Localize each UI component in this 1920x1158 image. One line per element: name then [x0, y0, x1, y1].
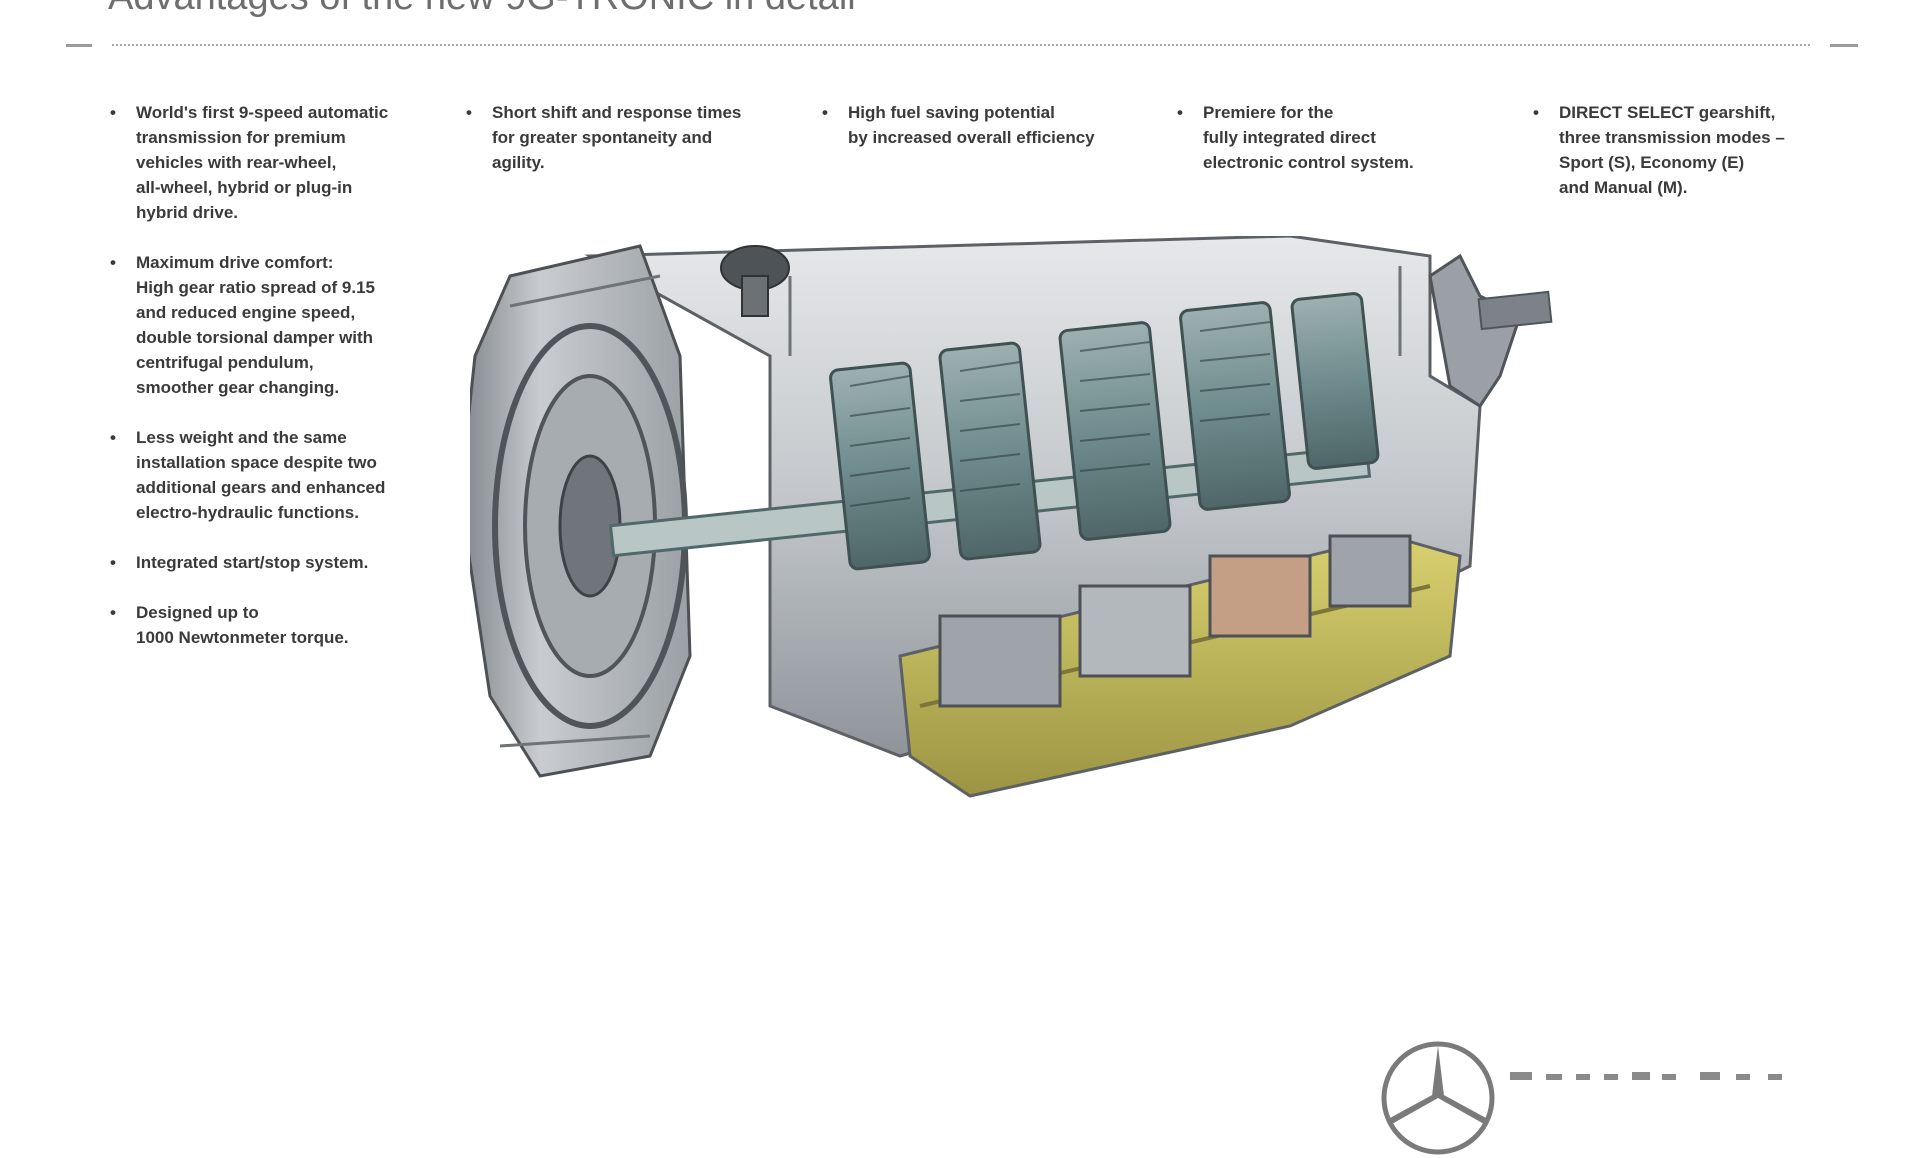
- feature-control-system: Premiere for the fully integrated direct…: [1177, 100, 1497, 175]
- top-feature-fuel-saving: High fuel saving potential by increased …: [822, 100, 1152, 150]
- header-rule-left-dash: [66, 44, 92, 47]
- feature-direct-select: DIRECT SELECT gearshift, three transmiss…: [1533, 100, 1863, 200]
- header-dotted-rule: [112, 44, 1810, 46]
- left-feature-list: World's first 9-speed automatic transmis…: [110, 100, 440, 675]
- feature-torque: Designed up to 1000 Newtonmeter torque.: [110, 600, 440, 650]
- feature-less-weight: Less weight and the same installation sp…: [110, 425, 440, 525]
- feature-9-speed: World's first 9-speed automatic transmis…: [110, 100, 440, 225]
- wordmark-graphic: [1510, 1072, 1782, 1080]
- planetary-gear-sets: [829, 292, 1380, 571]
- feature-shift-times: Short shift and response times for great…: [466, 100, 786, 175]
- transmission-cutaway-illustration: [470, 236, 1553, 798]
- three-pointed-star-icon: [1381, 1041, 1495, 1155]
- hydraulic-control-unit: [938, 534, 1412, 708]
- page-title: Advantages of the new 9G-TRONIC in detai…: [108, 0, 856, 16]
- output-flange: [1428, 253, 1522, 409]
- feature-drive-comfort: Maximum drive comfort: High gear ratio s…: [110, 250, 440, 400]
- top-feature-direct-select: DIRECT SELECT gearshift, three transmiss…: [1533, 100, 1863, 200]
- feature-fuel-saving: High fuel saving potential by increased …: [822, 100, 1152, 150]
- top-feature-shift-times: Short shift and response times for great…: [466, 100, 786, 175]
- top-feature-control-system: Premiere for the fully integrated direct…: [1177, 100, 1497, 175]
- header-rule-right-dash: [1830, 44, 1858, 47]
- feature-start-stop: Integrated start/stop system.: [110, 550, 440, 575]
